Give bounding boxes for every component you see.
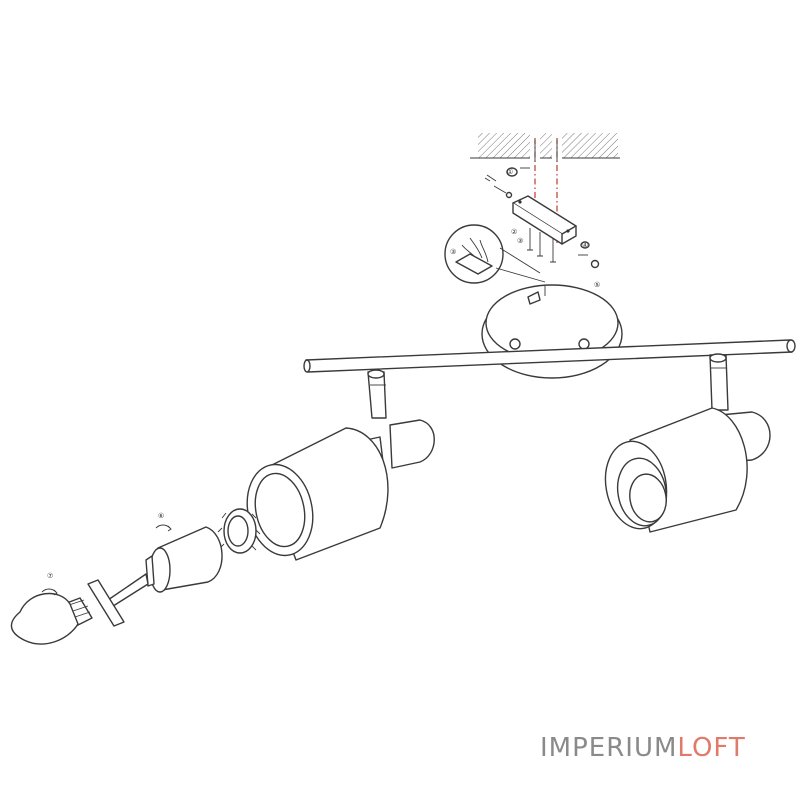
watermark: IMPERIUMLOFT <box>540 733 746 763</box>
step-1-marker: ① <box>507 168 513 176</box>
step-4-marker: ④ <box>582 241 588 249</box>
step-5-marker: ⑤ <box>594 281 600 289</box>
socket-housing <box>145 526 223 593</box>
left-spot-head <box>246 419 435 561</box>
step-6-marker: ⑥ <box>158 512 164 520</box>
mounting-bracket <box>512 195 577 245</box>
watermark-part1: IMPERIUM <box>540 733 678 763</box>
screw-set <box>484 174 513 199</box>
wiring-detail-circle: ③ <box>444 224 546 284</box>
left-spot-arm <box>367 369 387 419</box>
ceiling <box>470 130 620 164</box>
step-3-detail-marker: ③ <box>450 248 456 256</box>
step-markers: ① ② ③ ④ ⑤ ⑥ ⑦ <box>47 168 600 580</box>
mounting-bar <box>303 339 796 373</box>
step-2-marker: ② <box>511 228 517 236</box>
light-bulb <box>10 592 93 645</box>
step-3-marker: ③ <box>517 237 523 245</box>
retaining-ring <box>217 508 261 554</box>
lamp-rod <box>87 573 149 627</box>
wall-plug <box>506 167 530 177</box>
bracket-screws <box>527 228 556 263</box>
watermark-part2: LOFT <box>677 733 746 763</box>
right-spot-head <box>604 407 771 533</box>
step-7-marker: ⑦ <box>47 572 53 580</box>
rotation-arrows <box>41 524 172 596</box>
right-spot-arm <box>709 353 729 411</box>
nuts-washers <box>578 241 600 269</box>
ceiling-screws <box>534 140 558 162</box>
